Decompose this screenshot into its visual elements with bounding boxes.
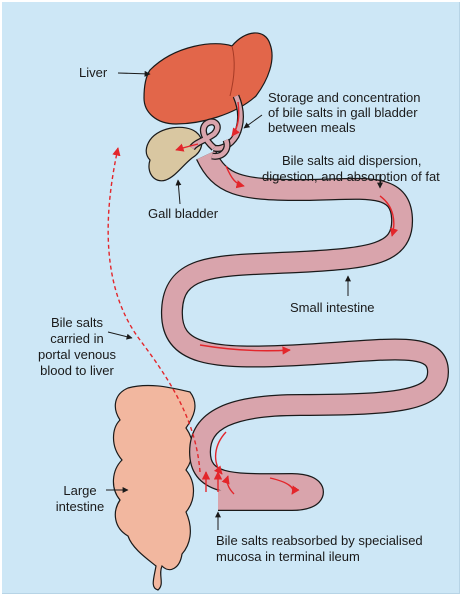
storage-label-line-3: between meals — [268, 120, 356, 135]
large-intestine-label-line-1: Large — [63, 483, 96, 498]
large-intestine-label-line-2: intestine — [56, 499, 104, 514]
liver-shape — [144, 33, 272, 124]
storage-label-line-1: Storage and concentration — [268, 90, 421, 105]
portal-label-line-2: carried in — [50, 331, 103, 346]
large-intestine-shape — [113, 385, 195, 590]
reabsorbed-label-line-2: mucosa in terminal ileum — [216, 549, 360, 564]
portal-label-line-3: portal venous — [38, 347, 117, 362]
gall-bladder-label: Gall bladder — [148, 206, 219, 221]
storage-label-line-2: of bile salts in gall bladder — [268, 105, 418, 120]
gall-bladder-shape — [146, 127, 202, 180]
aid-label-line-2: digestion, and absorption of fat — [262, 169, 440, 184]
aid-label-line-1: Bile salts aid dispersion, — [282, 153, 421, 168]
reabsorbed-label-line-1: Bile salts reabsorbed by specialised — [216, 533, 423, 548]
liver-label: Liver — [79, 65, 108, 80]
portal-label-line-4: blood to liver — [40, 363, 114, 378]
small-intestine-label: Small intestine — [290, 300, 375, 315]
portal-label-line-1: Bile salts — [51, 315, 104, 330]
